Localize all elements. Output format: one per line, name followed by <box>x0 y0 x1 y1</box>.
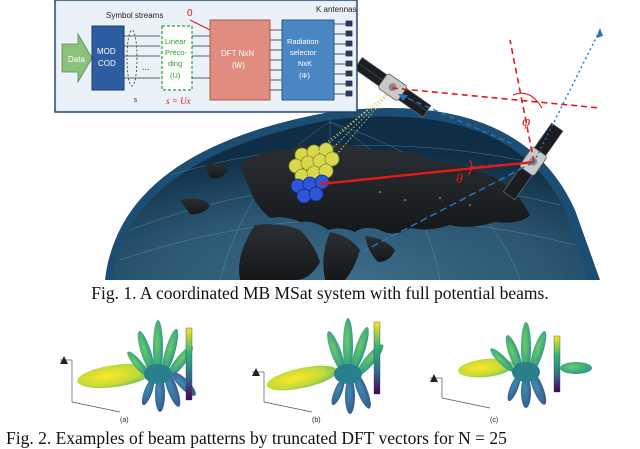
s-label: s <box>134 95 137 104</box>
zero-label: 0 <box>187 8 193 19</box>
earth-globe <box>105 108 600 280</box>
panel-c-label: (c) <box>490 417 498 424</box>
beam-pattern-panel-a: (a) <box>60 320 196 424</box>
beam-pattern-panel-b: (b) <box>252 318 384 424</box>
colorbar-c <box>553 335 561 393</box>
colorbar-b <box>373 321 381 395</box>
angle-phi-label: φ <box>522 114 530 130</box>
figure-2-caption: Fig. 2. Examples of beam patterns by tru… <box>6 428 507 448</box>
rs-line2: selector <box>290 48 317 57</box>
panel-a-label: (a) <box>120 417 129 424</box>
mod-cod-block <box>91 25 125 91</box>
precoding-line2: Preco- <box>165 48 188 57</box>
radiation-selector-block <box>281 19 335 101</box>
dots-label: ... <box>142 62 150 72</box>
red-beam-geometry <box>319 39 601 186</box>
precoding-block <box>161 25 193 91</box>
mod-label: MOD <box>97 47 116 56</box>
figure-2-beam-patterns: (a) (b) <box>60 318 592 424</box>
angle-theta-label: θ <box>456 172 463 187</box>
blue-beam-geometry <box>357 28 603 255</box>
precoding-line1: Linear <box>165 37 186 46</box>
panel-b-label: (b) <box>312 417 321 424</box>
symbol-streams-label: Symbol streams <box>106 11 163 20</box>
beam-pattern-panel-c: (c) <box>430 322 592 424</box>
precoding-line3: ding <box>168 59 182 68</box>
k-antennas-label: K antennas <box>316 5 356 14</box>
figure-1-illustration: θ φ Symbol streams 0 K antennas Data MOD… <box>54 0 603 280</box>
colorbar-a <box>185 327 193 401</box>
cod-label: COD <box>98 59 116 68</box>
rs-line3: NxK <box>298 59 312 68</box>
dft-line2: (W) <box>232 61 245 70</box>
rs-line1: Radiation <box>287 37 319 46</box>
precoding-eq-label: s = Ux <box>166 96 191 106</box>
rs-line4: (Φ) <box>299 71 310 80</box>
data-input-arrow <box>61 32 93 84</box>
data-label: Data <box>68 55 85 64</box>
figure-1-caption: Fig. 1. A coordinated MB MSat system wit… <box>91 283 549 303</box>
sat1-beam-lines <box>299 89 393 181</box>
transmitter-block-diagram: Symbol streams 0 K antennas Data MOD COD… <box>54 0 358 113</box>
precoding-line4: (U) <box>170 71 181 80</box>
dft-block <box>209 19 271 101</box>
dft-line1: DFT NxN <box>221 49 254 58</box>
